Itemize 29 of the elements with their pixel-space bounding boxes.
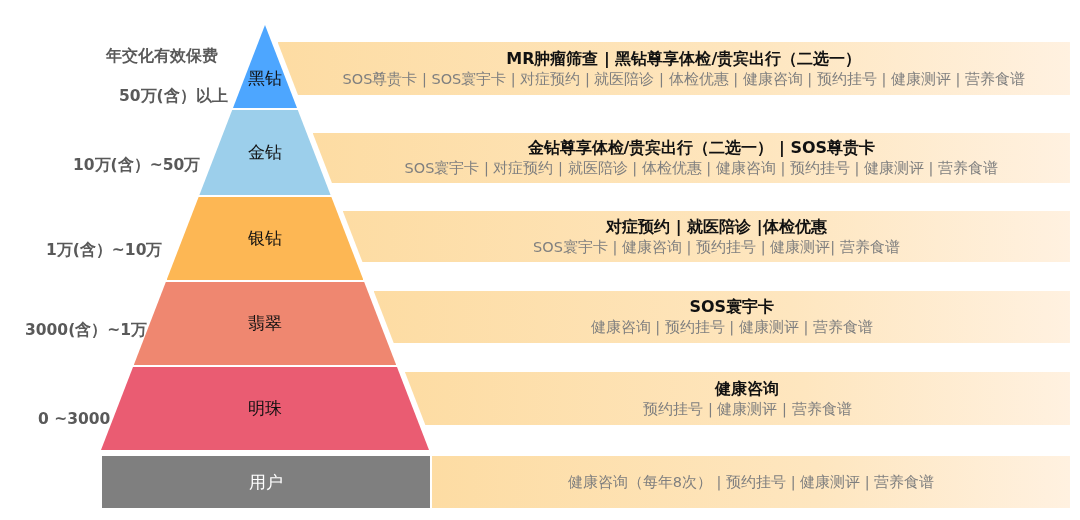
benefit-list: 预约挂号 | 健康测评 | 营养食谱 [643, 399, 852, 419]
benefit-heading: SOS寰宇卡 [689, 297, 775, 318]
benefit-list: 健康咨询 | 预约挂号 | 健康测评 | 营养食谱 [590, 318, 873, 337]
tier-label: 用户 [249, 470, 283, 494]
benefit-heading: 金钻尊享体检/贵宾出行（二选一） | SOS尊贵卡 [527, 138, 876, 159]
benefit-list: SOS寰宇卡 | 对症预约 | 就医陪诊 | 体检优惠 | 健康咨询 | 预约挂号 | 健康测评 | 营养食谱 [404, 159, 999, 178]
tier-label: 银钻 [248, 227, 282, 250]
pyramid-tier [102, 456, 430, 508]
benefit-heading: MR肿瘤筛查 | 黑钻尊享体检/贵宾出行（二选一） [506, 48, 862, 70]
benefit-list: SOS尊贵卡 | SOS寰宇卡 | 对症预约 | 就医陪诊 | 体检优惠 | 健康咨询 | 预约挂号 | 健康测评 | 营养食谱 [342, 69, 1025, 89]
tier-label: 金钻 [248, 141, 282, 164]
premium-range: 10万(含）~50万 [73, 155, 201, 176]
benefit-list: 健康咨询（每年8次） | 预约挂号 | 健康测评 | 营养食谱 [567, 472, 935, 492]
premium-range: 0 ~3000 [38, 410, 111, 428]
benefit-band [312, 133, 1070, 183]
benefit-band [432, 456, 1070, 508]
benefit-list: SOS寰宇卡 | 健康咨询 | 预约挂号 | 健康测评| 营养食谱 [533, 237, 900, 257]
benefit-band [404, 372, 1070, 425]
premium-range: 1万(含）~10万 [46, 240, 163, 261]
benefit-band [342, 211, 1070, 262]
premium-range: 3000(含）~1万 [25, 320, 147, 341]
benefit-heading: 健康咨询 [715, 378, 780, 400]
benefit-band [373, 291, 1070, 343]
premium-range: 50万(含）以上 [119, 86, 228, 107]
benefit-heading: 对症预约 | 就医陪诊 |体检优惠 [606, 216, 827, 238]
tier-label: 黑钻 [248, 67, 282, 90]
tier-label: 明珠 [248, 397, 282, 420]
tier-label: 翡翠 [248, 312, 282, 335]
column-heading: 年交化有效保费 [106, 46, 218, 67]
